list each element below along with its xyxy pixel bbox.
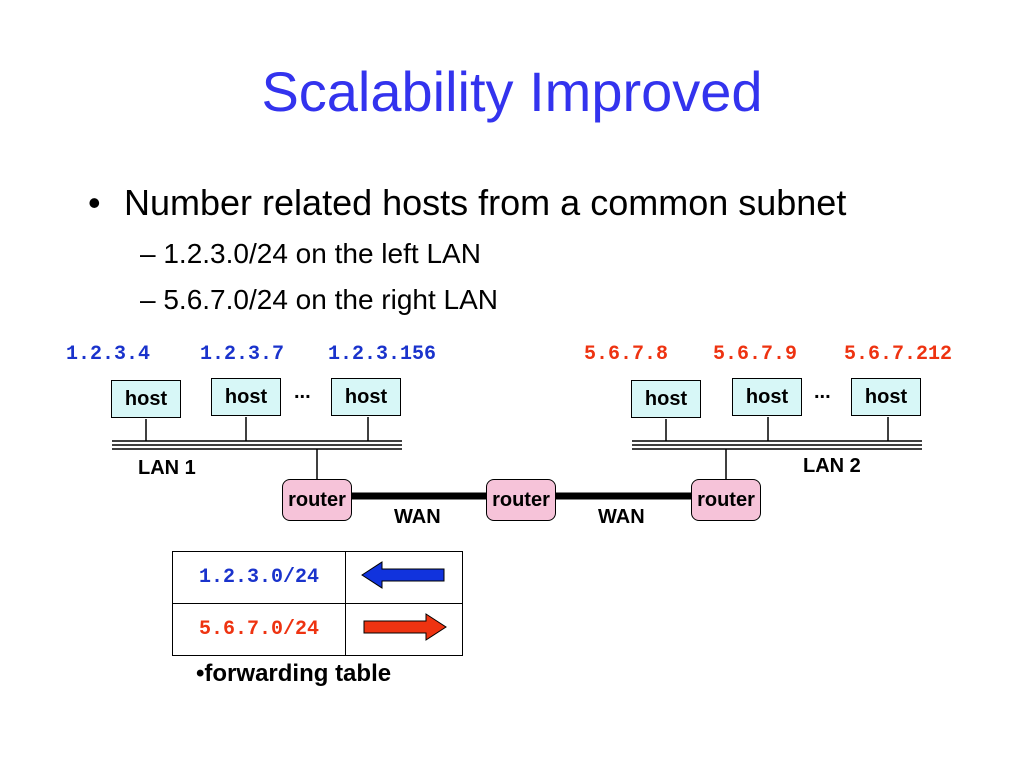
slide-title: Scalability Improved	[261, 60, 763, 123]
ellipsis: ...	[294, 381, 311, 403]
address-label: 1.2.3.4	[66, 343, 151, 366]
host-box: host	[111, 380, 181, 418]
address-label: 1.2.3.7	[200, 343, 285, 366]
router-box: router	[282, 479, 352, 521]
router-box: router	[486, 479, 556, 521]
host-box: host	[211, 378, 281, 416]
table-row: 5.6.7.0/24	[172, 603, 463, 656]
sub-bullet-right-lan: – 5.6.7.0/24 on the right LAN	[140, 284, 499, 315]
router-box: router	[691, 479, 761, 521]
prefix-cell: 5.6.7.0/24	[172, 603, 346, 656]
bullet-text: Number related hosts from a common subne…	[124, 182, 847, 223]
address-label: 5.6.7.8	[584, 343, 669, 366]
address-label: 5.6.7.9	[713, 343, 798, 366]
table-row: 1.2.3.0/24	[172, 551, 463, 604]
left-arrow-icon	[361, 561, 445, 589]
arrow-cell	[345, 603, 463, 656]
host-box: host	[851, 378, 921, 416]
right-arrow-icon	[363, 613, 447, 641]
wan-label: WAN	[394, 506, 441, 528]
arrow-cell	[345, 551, 463, 604]
wan-label: WAN	[598, 506, 645, 528]
bullet-main: • Number related hosts from a common subn…	[88, 182, 846, 224]
host-box: host	[732, 378, 802, 416]
host-box: host	[331, 378, 401, 416]
bullet-marker: •	[88, 182, 101, 223]
prefix-cell: 1.2.3.0/24	[172, 551, 346, 604]
forwarding-table-caption: •forwarding table	[196, 660, 392, 687]
forwarding-table: 1.2.3.0/24 5.6.7.0/24	[172, 551, 463, 656]
lan2-label: LAN 2	[803, 455, 861, 477]
lan1-label: LAN 1	[138, 457, 196, 479]
host-box: host	[631, 380, 701, 418]
address-label: 5.6.7.212	[844, 343, 953, 366]
address-label: 1.2.3.156	[328, 343, 437, 366]
ellipsis: ...	[814, 381, 831, 403]
sub-bullet-left-lan: – 1.2.3.0/24 on the left LAN	[140, 238, 481, 269]
